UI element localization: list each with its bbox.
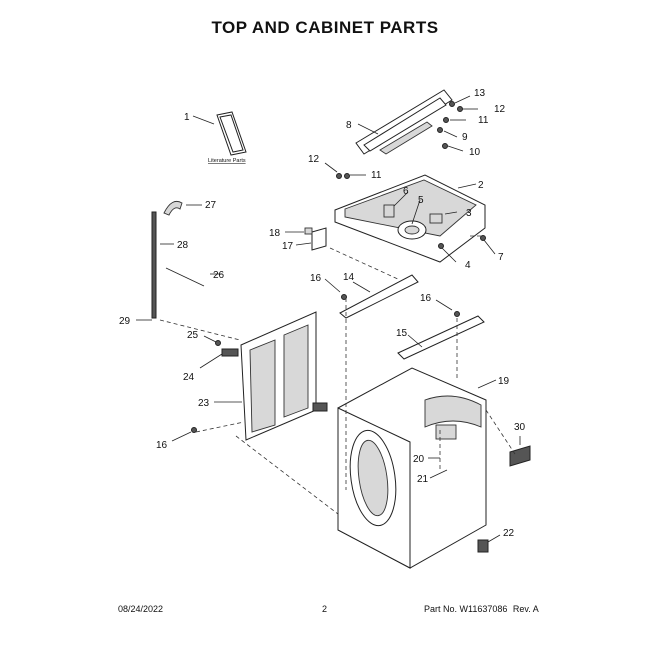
lid-assembly-illustration [355, 89, 453, 155]
callout-27: 27 [205, 200, 217, 211]
callout-11a: 11 [478, 115, 489, 126]
footer-part-number: Part No. W11637086 Rev. A [424, 604, 539, 614]
callout-23: 23 [198, 398, 210, 409]
callout-16c: 16 [156, 440, 168, 451]
callout-7: 7 [498, 252, 504, 263]
callout-26: 26 [213, 270, 225, 281]
callout-21: 21 [417, 474, 429, 485]
footer-date: 08/24/2022 [118, 604, 164, 614]
callout-19: 19 [498, 376, 510, 387]
callout-6: 6 [403, 186, 409, 197]
callout-3: 3 [466, 208, 472, 219]
literature-parts-illustration [192, 111, 247, 156]
page-title: TOP AND CABINET PARTS [211, 18, 439, 37]
top-panel-parts-leaders [393, 191, 496, 263]
callout-12b: 12 [308, 154, 320, 165]
callout-10: 10 [469, 147, 481, 158]
lid-switch-illustration [285, 227, 327, 251]
callout-13: 13 [474, 88, 486, 99]
rear-bracket-illustration [397, 299, 485, 360]
rear-panel-illustration [171, 311, 328, 442]
part-no-value: W11637086 [459, 604, 508, 614]
callout-20: 20 [413, 454, 425, 465]
callout-4: 4 [465, 260, 471, 271]
drain-hose-illustration [136, 200, 222, 321]
callout-22: 22 [503, 528, 515, 539]
callout-numbers: 1 2 3 4 5 6 7 8 9 10 11 11 12 12 13 14 1… [119, 88, 526, 539]
cabinet-illustration [337, 367, 531, 569]
callout-25: 25 [187, 330, 199, 341]
callout-24: 24 [183, 372, 195, 383]
callout-28: 28 [177, 240, 189, 251]
rev-label: Rev. [512, 604, 531, 614]
callout-18: 18 [269, 228, 281, 239]
front-bracket-illustration [324, 274, 419, 319]
callout-16b: 16 [420, 293, 432, 304]
callout-14: 14 [343, 272, 355, 283]
footer-page-number: 2 [322, 604, 328, 614]
rev-value: A [532, 604, 539, 614]
callout-15: 15 [396, 328, 408, 339]
callout-1: 1 [184, 112, 190, 123]
callout-11b: 11 [371, 170, 382, 181]
callout-16a: 16 [310, 273, 322, 284]
part-no-label: Part No. [424, 604, 458, 614]
literature-parts-label: Literature Parts [208, 158, 246, 164]
callout-2: 2 [478, 180, 484, 191]
hinge-hardware-illustration [324, 95, 478, 179]
callout-8: 8 [346, 120, 352, 131]
top-panel-illustration [334, 174, 486, 263]
callout-29: 29 [119, 316, 131, 327]
callout-12a: 12 [494, 104, 506, 115]
callout-9: 9 [462, 132, 468, 143]
assembly-guide-lines [159, 235, 516, 515]
callout-30: 30 [514, 422, 526, 433]
callout-5: 5 [418, 195, 424, 206]
callout-17: 17 [282, 241, 294, 252]
